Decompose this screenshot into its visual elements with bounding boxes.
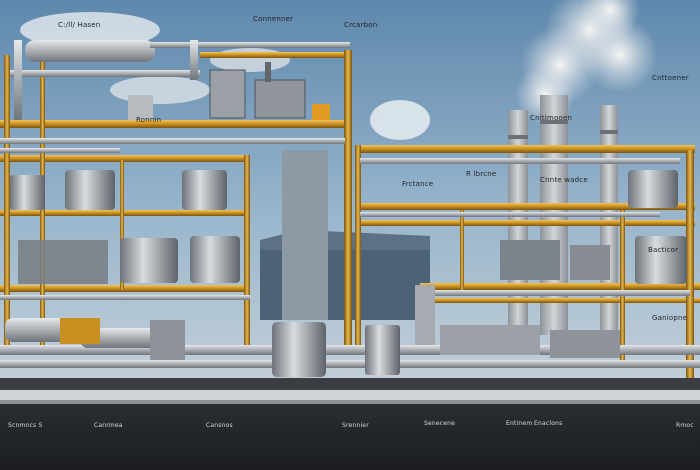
footer-label: Entinem: [506, 420, 533, 427]
footer-band: [0, 404, 700, 470]
label-chimney: Cnitimooen: [530, 114, 573, 122]
base-rail: [0, 378, 700, 404]
label-top-left: C:/ll/ Hasen: [58, 21, 101, 29]
footer-label: Enaclons: [534, 420, 563, 427]
storage-tanks: [10, 170, 687, 377]
label-top-mid: Connenner: [253, 15, 294, 23]
label-top-right: Crcarbon: [344, 21, 378, 29]
smoke-plume: [515, 0, 658, 125]
steel-pipes: [0, 40, 700, 368]
label-far-right: Cnttoener: [652, 74, 689, 82]
label-side-right: Ganiopne: [652, 314, 688, 322]
footer-label: Rmoc: [676, 422, 694, 429]
footer-label: Cansnos: [206, 422, 233, 429]
label-center-small: Ronnin: [136, 116, 162, 124]
gold-beams: [0, 52, 700, 303]
footer-label: Senecene: [424, 420, 456, 427]
label-mid-b: R lbrcne: [466, 170, 497, 178]
footer-label: Srennier: [342, 422, 369, 429]
background-buildings: [260, 150, 430, 320]
label-mid-c: Cnnte wadce: [540, 176, 588, 184]
footer-label: Scnmncs S: [8, 422, 43, 429]
label-tank-right: Bacticor: [648, 246, 679, 254]
footer-label: Canrmea: [94, 422, 123, 429]
upper-equipment: [128, 62, 330, 120]
label-mid-a: Frctance: [402, 180, 434, 188]
lower-machinery: [5, 240, 620, 360]
